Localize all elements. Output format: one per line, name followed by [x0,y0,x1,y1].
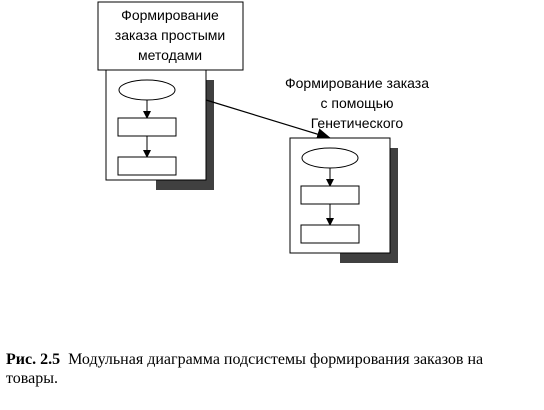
figure-caption: Рис. 2.5 Модульная диаграмма подсистемы … [6,350,538,388]
module-2-start-oval [301,147,359,169]
module-2-title-line-3: Генетического [311,115,404,131]
module-1-process-box-2 [117,156,177,176]
module-1-title-line-2: заказа простыми [115,27,225,43]
module-1-title-line-1: Формирование [121,7,219,23]
module-1-title-box [97,1,244,71]
figure-caption-text: Модульная диаграмма подсистемы формирова… [6,351,484,387]
module-1-title-line-3: методами [138,47,202,63]
module-1-start-oval [118,79,176,101]
module-2-process-box-2 [300,224,360,244]
module-2: Формирование заказа с помощью Генетическ… [285,75,429,263]
module-1: Формирование заказа простыми методами [97,1,244,190]
module-1-process-box-1 [117,117,177,137]
module-connector-arrow [205,99,331,140]
module-2-title-line-1: Формирование заказа [285,75,429,91]
figure-number: Рис. 2.5 [6,351,61,368]
module-2-title-line-2: с помощью [321,95,394,111]
module-2-process-box-1 [300,185,360,205]
